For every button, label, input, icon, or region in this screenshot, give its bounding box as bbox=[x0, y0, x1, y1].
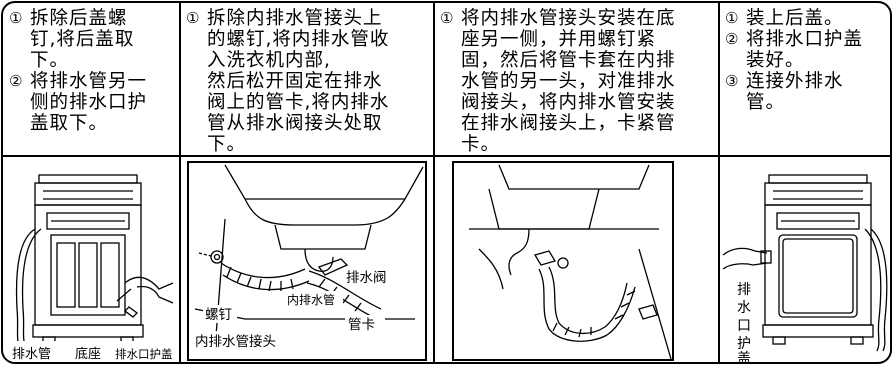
step-cell-1: ① 拆除后盖螺 钉,将后盖取 下。 ② 将排水管另一 侧的排水口护 盖取下。 bbox=[9, 8, 177, 134]
label-outlet-cover-char: 护 bbox=[737, 336, 751, 352]
label-drain-valve: 排水阀 bbox=[346, 270, 387, 286]
step-number: ③ bbox=[725, 72, 740, 90]
step-number: ① bbox=[725, 9, 740, 27]
step-text: 连接外排水 管。 bbox=[746, 71, 844, 113]
step-number: ① bbox=[186, 9, 201, 27]
label-screw: 螺钉 bbox=[205, 307, 232, 323]
row-divider bbox=[3, 155, 890, 157]
figure-3-inner-hose-installed bbox=[439, 159, 715, 362]
step-number: ① bbox=[9, 9, 24, 27]
step-number: ① bbox=[440, 9, 455, 27]
label-inner-hose: 内排水管 bbox=[287, 292, 335, 307]
installed-hose-illustration bbox=[452, 161, 674, 361]
step-item: ② 将排水管另一 侧的排水口护 盖取下。 bbox=[9, 71, 177, 134]
step-item: ③ 连接外排水 管。 bbox=[725, 71, 890, 113]
step-text: 拆除后盖螺 钉,将后盖取 下。 bbox=[30, 8, 135, 71]
figure-2-inner-hose-removal: 内排水管 排水阀 螺钉 管卡 内排水管接头 bbox=[185, 159, 429, 362]
step-text: 拆除内排水管接头上 的螺钉,将内排水管收 入洗衣机内部, 然后松开固定在排水 阀… bbox=[207, 8, 390, 155]
step-cell-2: ① 拆除内排水管接头上 的螺钉,将内排水管收 入洗衣机内部, 然后松开固定在排水 … bbox=[186, 8, 431, 155]
label-connector: 内排水管接头 bbox=[195, 333, 276, 350]
label-outlet-cover-char: 口 bbox=[737, 318, 751, 334]
label-clamp: 管卡 bbox=[348, 317, 375, 333]
step-cell-3: ① 将内排水管接头安装在底 座另一侧，并用螺钉紧 固，然后将管卡套在内排 水管的另… bbox=[440, 8, 716, 155]
step-number: ② bbox=[9, 72, 24, 90]
step-item: ① 将内排水管接头安装在底 座另一侧，并用螺钉紧 固，然后将管卡套在内排 水管的另… bbox=[440, 8, 716, 155]
step-text: 将排水管另一 侧的排水口护 盖取下。 bbox=[30, 71, 148, 134]
label-outlet-cover-char: 水 bbox=[737, 300, 751, 316]
inner-hose-illustration: 内排水管 排水阀 螺钉 管卡 内排水管接头 bbox=[187, 161, 427, 361]
figure-4-cover-reinstalled: 排 水 口 护 盖 bbox=[721, 159, 890, 363]
label-outlet-cover-char: 排 bbox=[737, 282, 751, 298]
step-cell-4: ① 装上后盖。 ② 将排水口护盖 装好。 ③ 连接外排水 管。 bbox=[725, 8, 890, 113]
column-divider bbox=[433, 3, 435, 362]
label-outlet-cover-char: 盖 bbox=[737, 351, 751, 363]
washer-cover-illustration: 排 水 口 护 盖 bbox=[722, 174, 888, 363]
step-item: ① 拆除内排水管接头上 的螺钉,将内排水管收 入洗衣机内部, 然后松开固定在排水 … bbox=[186, 8, 431, 155]
washer-back-illustration: 排水管 底座 排水口护盖 bbox=[5, 174, 177, 362]
step-item: ② 将排水口护盖 装好。 bbox=[725, 29, 890, 71]
label-base: 底座 bbox=[75, 346, 101, 362]
step-item: ① 装上后盖。 bbox=[725, 8, 890, 29]
step-text: 将排水口护盖 装好。 bbox=[746, 29, 864, 71]
step-item: ① 拆除后盖螺 钉,将后盖取 下。 bbox=[9, 8, 177, 71]
column-divider bbox=[179, 3, 181, 362]
label-drain-hose: 排水管 bbox=[12, 347, 51, 362]
figure-1-washer-back: 排水管 底座 排水口护盖 bbox=[5, 159, 177, 362]
step-number: ② bbox=[725, 30, 740, 48]
step-text: 将内排水管接头安装在底 座另一侧，并用螺钉紧 固，然后将管卡套在内排 水管的另一… bbox=[461, 8, 676, 155]
column-divider bbox=[718, 3, 720, 362]
step-text: 装上后盖。 bbox=[746, 8, 844, 29]
label-outlet-cover: 排水口护盖 bbox=[115, 347, 173, 361]
